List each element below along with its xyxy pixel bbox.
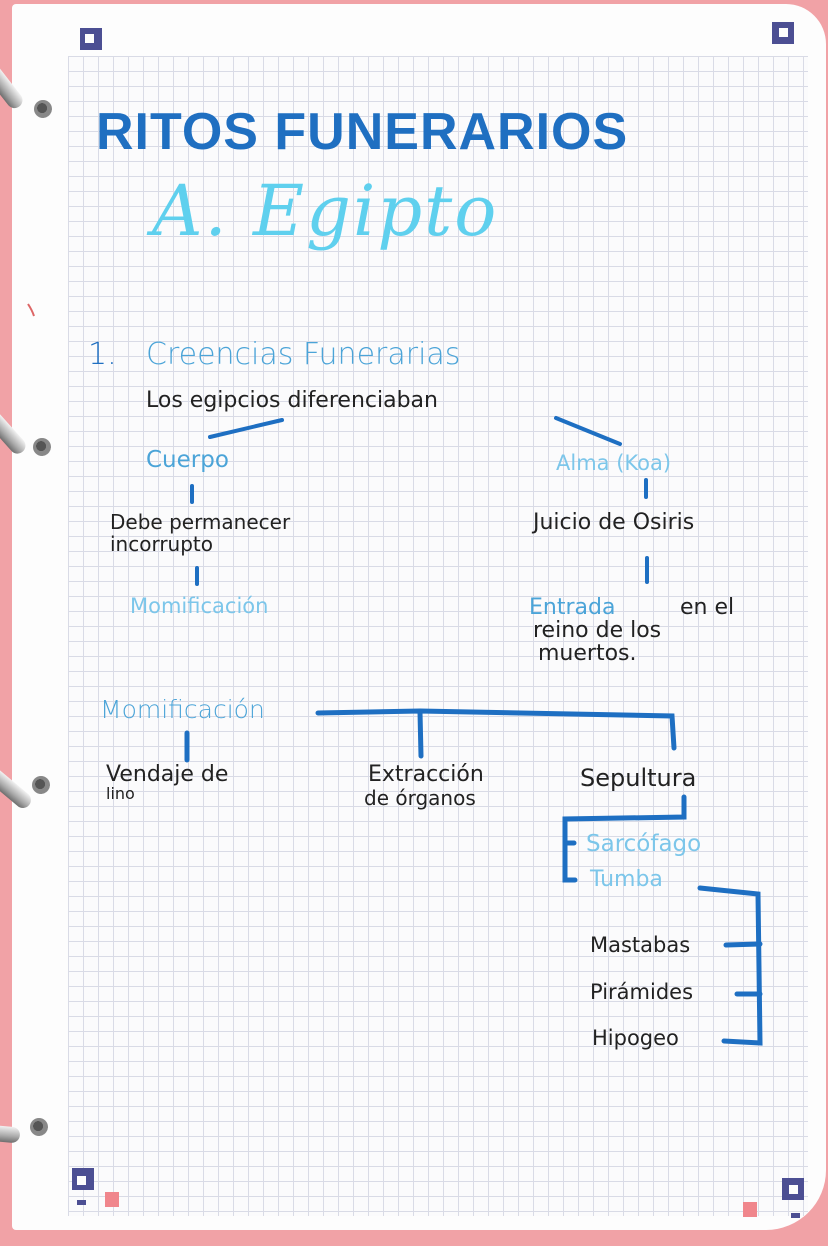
binder-ring-end-3 xyxy=(32,776,50,794)
notebook-page xyxy=(12,4,826,1230)
child-extraccion-line2: de órganos xyxy=(364,786,476,810)
child-vendaje-line2: lino xyxy=(106,784,135,803)
tumba-child-mastabas: Mastabas xyxy=(590,933,691,957)
corner-marker-bottom-right-icon xyxy=(782,1178,804,1200)
tumba-child-piramides: Pirámides xyxy=(590,980,694,1004)
sepultura-child-tumba: Tumba xyxy=(590,867,663,892)
cuerpo-step2: Momificación xyxy=(130,594,269,618)
cuerpo-step1-line1: Debe permanecer xyxy=(110,510,291,534)
alma-step2-line2: reino de los xyxy=(533,618,662,643)
cuerpo-step1-line2: incorrupto xyxy=(110,532,214,556)
child-sepultura: Sepultura xyxy=(580,764,697,792)
pink-square-bottom-right xyxy=(743,1202,757,1217)
corner-dash-bottom-left xyxy=(77,1200,86,1205)
graph-paper-grid xyxy=(68,56,808,1216)
binder-ring-end-4 xyxy=(30,1118,48,1136)
section-number: 1. xyxy=(88,337,117,372)
pink-square-bottom-left xyxy=(105,1192,119,1207)
corner-marker-bottom-left-icon xyxy=(72,1168,94,1190)
corner-marker-top-left-icon xyxy=(80,28,102,50)
alma-step2-line3: muertos. xyxy=(538,641,637,666)
alma-step2-line1-rest: en el xyxy=(680,595,735,620)
branch-label-alma: Alma (Koa) xyxy=(556,451,672,475)
alma-step1: Juicio de Osiris xyxy=(533,510,695,535)
corner-marker-top-right-icon xyxy=(772,22,794,44)
corner-dash-bottom-right xyxy=(791,1213,800,1218)
page-title: RITOS FUNERARIOS xyxy=(96,103,629,161)
section-intro: Los egipcios diferenciaban xyxy=(146,388,438,413)
binder-ring-end-1 xyxy=(34,100,52,118)
momificacion-label: Momificación xyxy=(100,695,265,724)
tumba-child-hipogeo: Hipogeo xyxy=(592,1026,679,1050)
child-extraccion-line1: Extracción xyxy=(368,762,484,787)
section-title: Creencias Funerarias xyxy=(146,337,461,372)
binder-ring-end-2 xyxy=(33,438,51,456)
sepultura-child-sarcofago: Sarcófago xyxy=(586,831,702,857)
child-vendaje-line1: Vendaje de xyxy=(106,762,229,787)
page-subtitle: A. Egipto xyxy=(152,170,499,252)
branch-label-cuerpo: Cuerpo xyxy=(146,447,229,473)
alma-step2-highlight: Entrada xyxy=(529,595,616,620)
